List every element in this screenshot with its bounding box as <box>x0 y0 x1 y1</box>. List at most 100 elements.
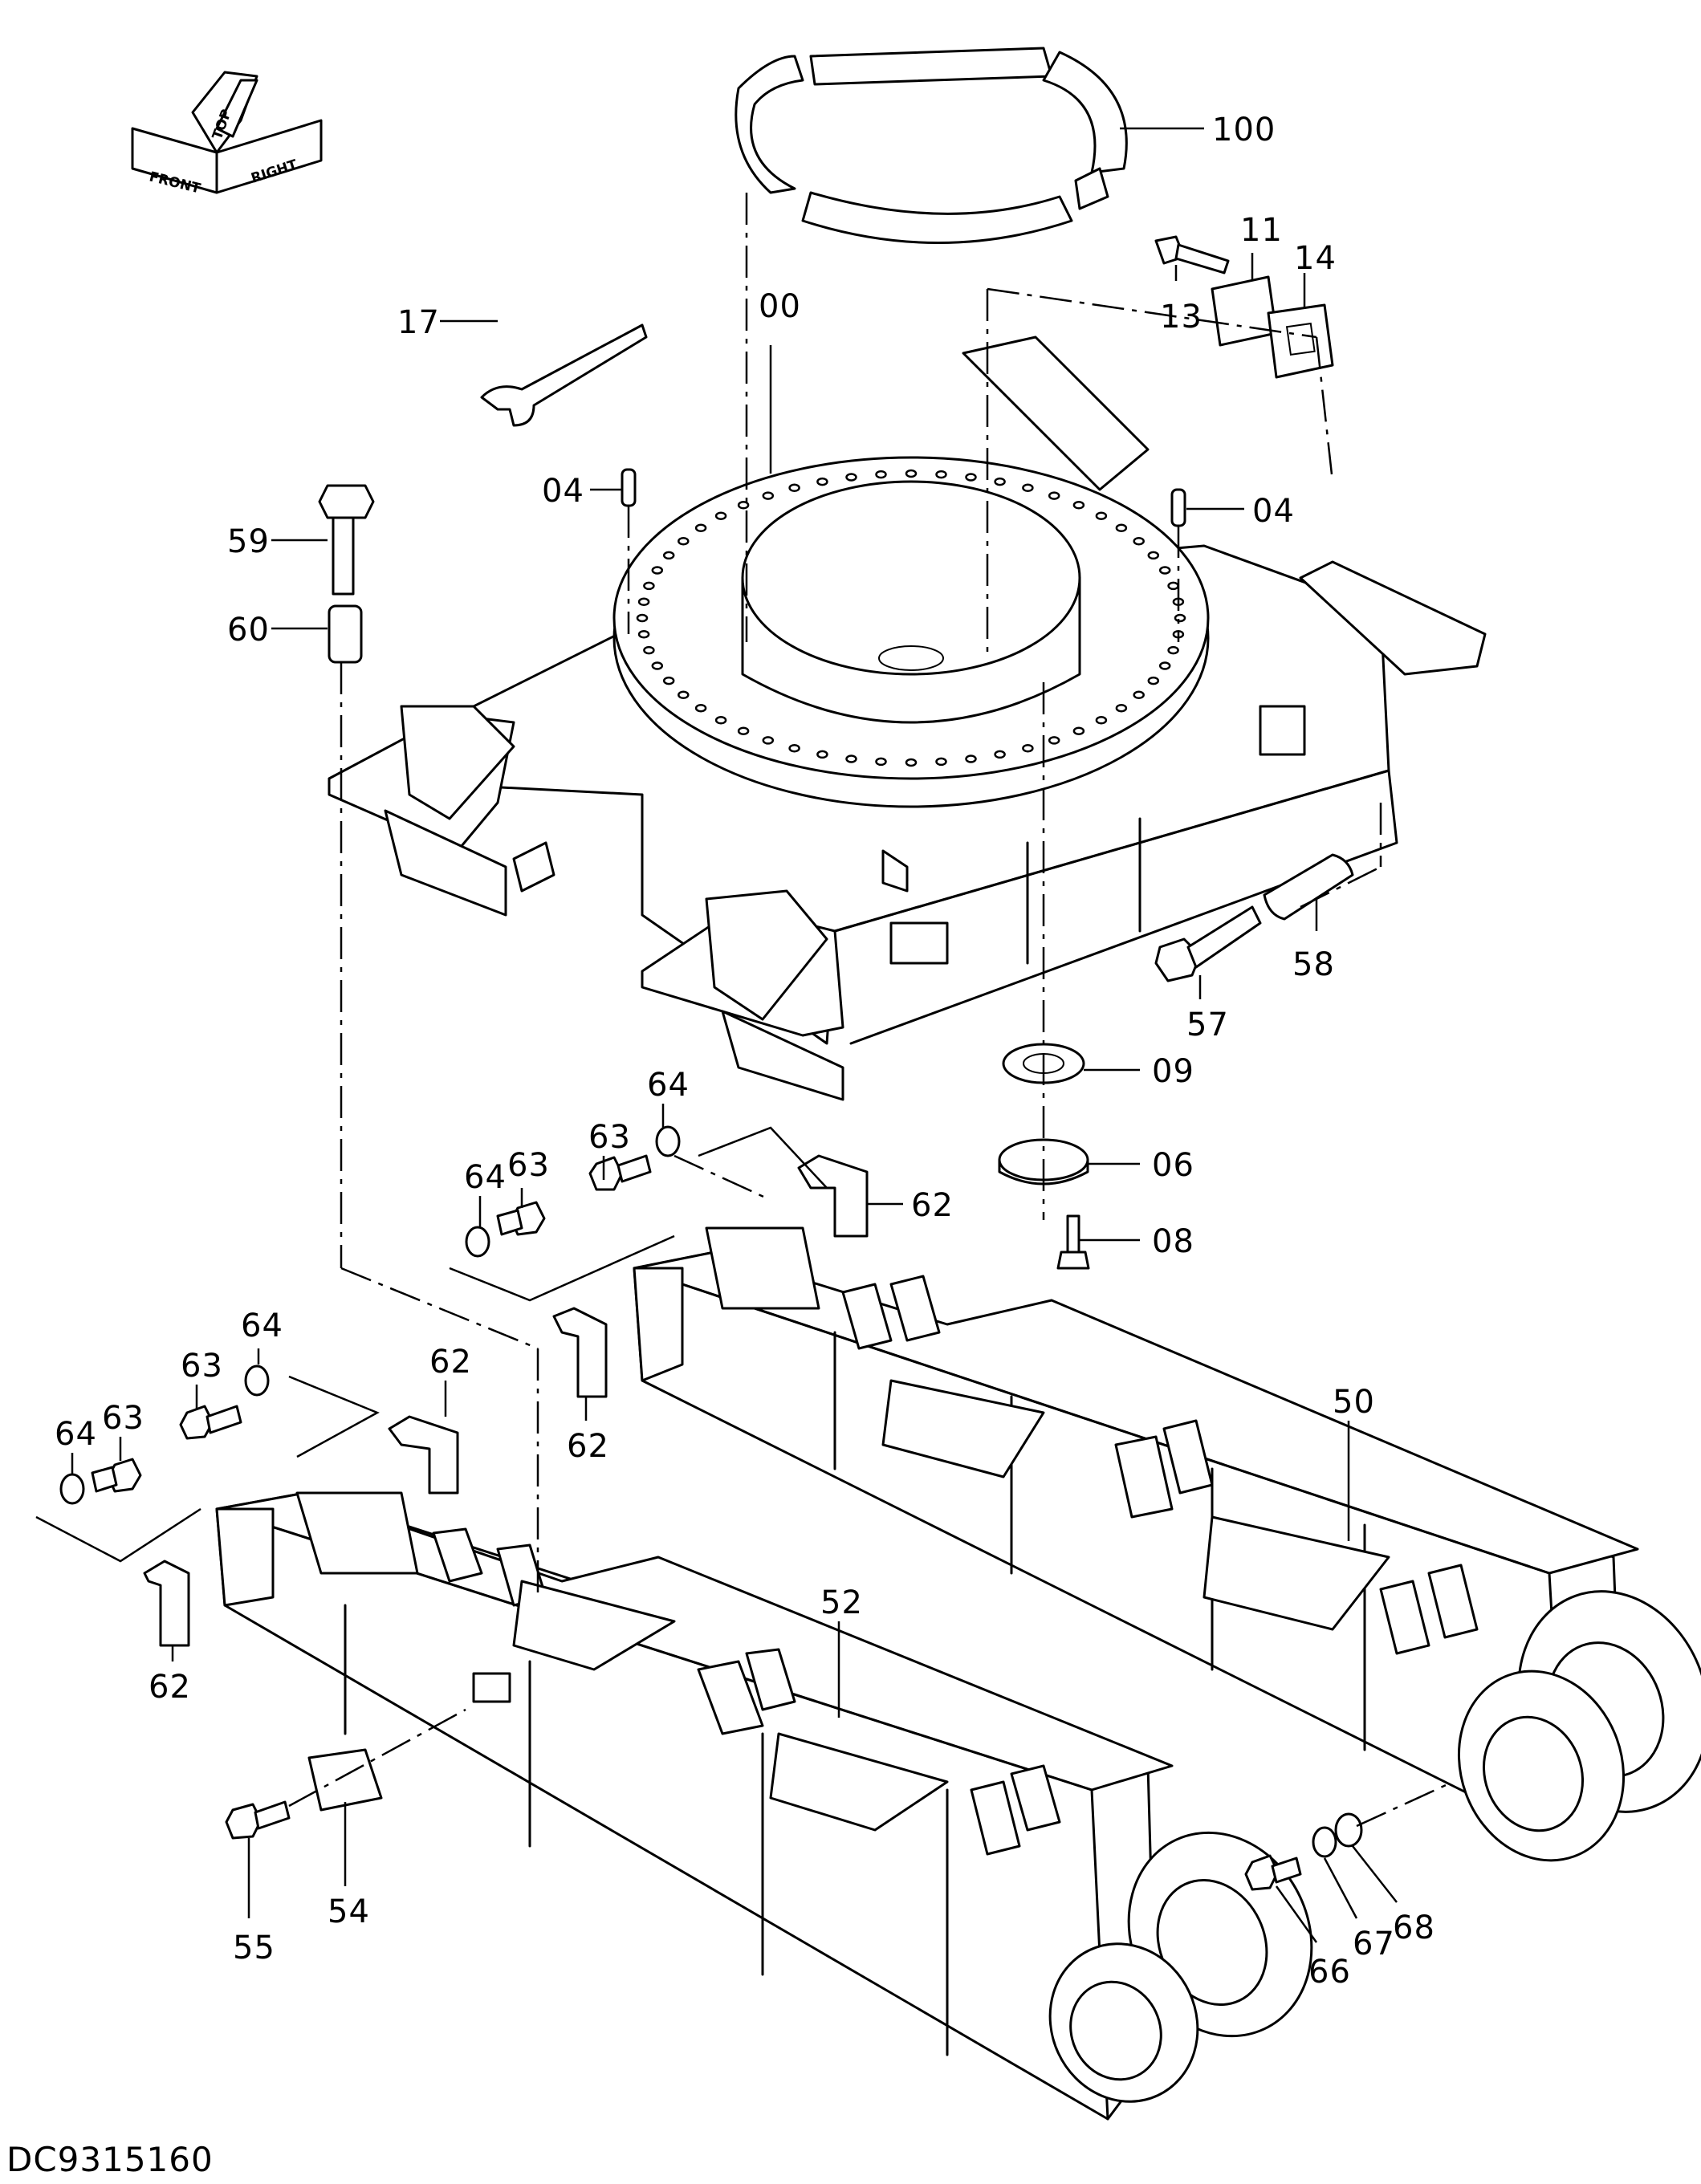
bracket-part-62-d <box>143 1560 190 1647</box>
bolt-part-59 <box>318 484 375 596</box>
bolt-part-55 <box>225 1800 291 1840</box>
bolt-hole <box>1072 726 1085 735</box>
side-frame-right-part-50 <box>633 1226 1701 1862</box>
bolt-hole <box>875 470 887 479</box>
bolt-part-66 <box>1244 1854 1302 1891</box>
orientation-compass-icon: FRONT TOP RIGHT <box>131 71 323 197</box>
callout-100: 100 <box>1212 112 1276 148</box>
callout-64-a: 64 <box>647 1067 690 1104</box>
bolt-hole <box>1115 703 1128 713</box>
bolt-hole <box>737 501 750 510</box>
bolt-part-08 <box>1056 1214 1090 1270</box>
bolt-hole <box>1115 523 1128 533</box>
callout-leaders <box>71 127 1398 1943</box>
callout-17: 17 <box>397 304 440 341</box>
bolt-hole <box>845 473 857 482</box>
bolt-hole <box>643 581 655 591</box>
callout-55: 55 <box>233 1930 275 1966</box>
washer-part-68 <box>1334 1812 1363 1848</box>
bolt-hole <box>678 690 690 700</box>
bolt-hole <box>935 470 947 479</box>
callout-68: 68 <box>1393 1909 1435 1946</box>
bolt-hole <box>994 477 1006 486</box>
callout-63-c: 63 <box>181 1348 223 1385</box>
bolt-hole <box>762 491 775 500</box>
bolt-hole <box>1048 736 1060 745</box>
bolt-hole <box>714 511 727 520</box>
bolt-hole <box>788 743 800 753</box>
callout-62-c: 62 <box>429 1344 472 1381</box>
callout-64-b: 64 <box>464 1159 507 1196</box>
bolt-hole <box>1095 716 1108 725</box>
bolt-hole <box>1167 581 1179 591</box>
bolt-hole <box>662 551 675 560</box>
bushing-part-58 <box>1263 853 1354 921</box>
bolt-hole <box>651 566 664 575</box>
pin-part-04-right <box>1170 488 1186 527</box>
bolt-hole <box>1167 645 1179 655</box>
callout-11: 11 <box>1240 212 1283 249</box>
callout-06: 06 <box>1152 1147 1194 1184</box>
bolt-hole <box>1095 511 1108 520</box>
callout-labels: 100 00 11 13 14 17 04 04 59 60 57 58 09 … <box>55 112 1435 1991</box>
bolt-hole <box>651 661 664 670</box>
pin-part-04-left <box>621 468 637 507</box>
bolt-hole <box>643 645 655 655</box>
plate-part-11 <box>1211 275 1278 347</box>
bolt-hole <box>694 703 707 713</box>
callout-54: 54 <box>328 1893 370 1930</box>
callout-09: 09 <box>1152 1053 1194 1090</box>
callout-63-d: 63 <box>102 1400 144 1437</box>
center-frame-part-00 <box>328 336 1487 1101</box>
washer-part-64-c <box>244 1364 270 1397</box>
bolt-hole <box>637 597 650 607</box>
bolt-hole <box>845 754 857 763</box>
callout-67: 67 <box>1353 1926 1395 1962</box>
callout-59: 59 <box>227 523 270 560</box>
bolt-part-63-d <box>91 1458 142 1493</box>
bolt-hole <box>816 477 828 486</box>
bolt-hole <box>637 629 650 639</box>
bolt-hole <box>905 758 918 767</box>
bushing-part-60 <box>328 604 363 664</box>
wrench-part-17 <box>480 323 648 427</box>
callout-13: 13 <box>1160 299 1203 336</box>
callout-66: 66 <box>1308 1954 1351 1991</box>
bolt-hole <box>1048 491 1060 500</box>
bolt-hole <box>1158 566 1171 575</box>
bolt-hole <box>1147 551 1160 560</box>
bolt-hole <box>662 676 675 685</box>
bolt-hole <box>1022 483 1034 493</box>
callout-50: 50 <box>1333 1384 1375 1421</box>
drawing-code: DC9315160 <box>6 2140 214 2179</box>
callout-64-c: 64 <box>241 1308 283 1344</box>
bolt-hole <box>1158 661 1171 670</box>
bracket-part-62-c <box>388 1415 459 1495</box>
bolt-hole <box>935 757 947 767</box>
bolt-circle-holes <box>636 469 1186 767</box>
bolt-part-63-b <box>496 1201 546 1236</box>
callout-62-b: 62 <box>567 1428 609 1465</box>
bolt-part-63-a <box>588 1154 652 1191</box>
bolt-hole <box>678 536 690 546</box>
bolt-hole <box>636 613 649 623</box>
plate-part-14 <box>1267 303 1334 379</box>
bolt-hole <box>816 750 828 759</box>
callout-64-d: 64 <box>55 1416 97 1453</box>
washer-part-64-d <box>59 1473 85 1505</box>
bolt-hole <box>762 736 775 745</box>
bolt-hole <box>737 726 750 735</box>
callout-52: 52 <box>820 1584 863 1621</box>
assembly-center-lines <box>35 193 1454 1828</box>
callout-57: 57 <box>1186 1007 1229 1043</box>
bolt-hole <box>1133 690 1145 700</box>
callout-63-b: 63 <box>507 1147 550 1184</box>
bolt-hole <box>1147 676 1160 685</box>
bolt-part-57 <box>1154 905 1262 982</box>
callout-04-right: 04 <box>1252 493 1295 530</box>
side-frame-left-part-52 <box>215 1491 1313 2121</box>
callout-00: 00 <box>759 288 801 325</box>
ring-segments-part-100 <box>735 47 1128 244</box>
bolt-hole <box>694 523 707 533</box>
